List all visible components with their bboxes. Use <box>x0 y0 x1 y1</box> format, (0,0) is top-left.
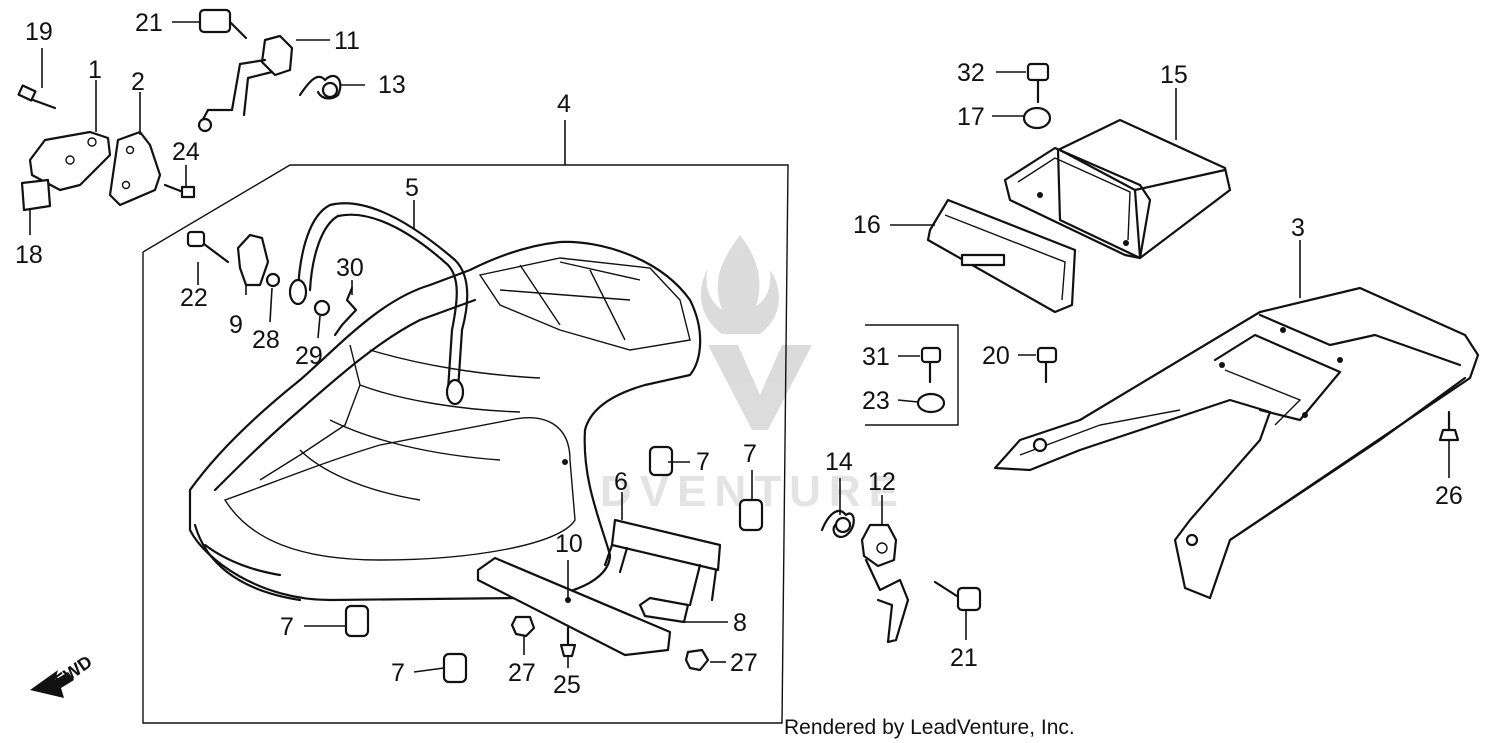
part-12-lever <box>860 523 910 644</box>
part-24-bolt <box>163 183 196 199</box>
part-6-bracket <box>603 518 722 607</box>
part-29-washer <box>313 299 331 317</box>
footer-credit: Rendered by LeadVenture, Inc. <box>784 716 1075 739</box>
callout-5: 5 <box>405 174 419 202</box>
callout-16: 16 <box>853 211 881 239</box>
part-27-nut-b <box>684 648 710 672</box>
callout-23: 23 <box>862 387 890 415</box>
callout-26: 26 <box>1435 482 1463 510</box>
callout-7d: 7 <box>391 659 405 687</box>
callout-labels: 1 2 3 4 5 6 7 7 7 7 8 9 10 11 12 13 14 1… <box>15 9 1463 699</box>
part-14-spring <box>820 509 855 538</box>
part-11-lock-bracket <box>197 34 294 133</box>
callout-13: 13 <box>378 71 406 99</box>
part-16-cover <box>926 198 1077 314</box>
callout-27b: 27 <box>730 649 758 677</box>
callout-14: 14 <box>825 448 853 476</box>
part-27-nut-a <box>510 615 536 638</box>
part-7-cushion-b <box>738 498 764 532</box>
seat <box>188 240 702 602</box>
callout-4: 4 <box>557 90 571 118</box>
callout-21a: 21 <box>135 9 163 37</box>
callout-11: 11 <box>334 27 360 55</box>
callout-21b: 21 <box>950 644 978 672</box>
part-31-bolt <box>920 346 942 384</box>
callout-9: 9 <box>229 311 243 339</box>
callout-6: 6 <box>614 468 628 496</box>
callout-2: 2 <box>131 68 145 96</box>
seat-assembly-box <box>142 120 789 724</box>
part-17-grommet <box>1022 106 1052 130</box>
part-23-grommet <box>916 392 946 414</box>
callout-28: 28 <box>252 326 280 354</box>
part-21-bolt-bottom <box>933 580 982 612</box>
part-31-23-box <box>865 324 959 426</box>
part-13-spring <box>298 74 342 100</box>
callout-20: 20 <box>982 342 1010 370</box>
fwd-arrow-icon: FWD <box>30 651 96 698</box>
part-20-bolt <box>1036 346 1058 384</box>
callout-7c: 7 <box>280 613 294 641</box>
callout-22: 22 <box>180 284 208 312</box>
callout-10: 10 <box>555 530 583 558</box>
part-7-cushion-d <box>442 652 468 684</box>
callout-24: 24 <box>172 138 200 166</box>
callout-32: 32 <box>957 59 985 87</box>
part-7-cushion-a <box>648 445 674 477</box>
leader-lines <box>29 21 1450 673</box>
part-2-plate <box>108 130 162 207</box>
callout-31: 31 <box>862 343 890 371</box>
part-15-cowl-box <box>1003 118 1232 260</box>
part-18-pad <box>20 178 52 212</box>
part-21-bolt-top <box>198 8 248 40</box>
callout-29: 29 <box>295 342 323 370</box>
leadventure-logo-watermark <box>700 235 812 430</box>
part-19-bolt <box>17 84 57 110</box>
part-32-bolt <box>1026 62 1050 104</box>
part-26-bolt <box>1438 410 1460 442</box>
part-22-bolt <box>186 230 230 264</box>
part-28-washer <box>265 272 281 288</box>
part-8-block <box>638 596 690 624</box>
callout-19: 19 <box>25 18 53 46</box>
callout-17: 17 <box>957 103 985 131</box>
callout-1: 1 <box>88 56 102 84</box>
part-9-latch <box>236 233 270 287</box>
callout-12: 12 <box>868 468 896 496</box>
part-30-clip <box>333 286 358 337</box>
fwd-label: FWD <box>51 651 96 691</box>
callout-30: 30 <box>336 254 364 282</box>
callout-18: 18 <box>15 241 43 269</box>
callout-3: 3 <box>1291 214 1305 242</box>
callout-7b: 7 <box>743 440 757 468</box>
callout-8: 8 <box>733 609 747 637</box>
grab-strap <box>288 202 469 406</box>
part-10-bar <box>476 556 672 657</box>
part-7-cushion-c <box>344 604 370 638</box>
callout-25: 25 <box>553 671 581 699</box>
callout-27a: 27 <box>508 659 536 687</box>
callout-7a: 7 <box>696 448 710 476</box>
part-3-rear-cowl <box>993 286 1480 600</box>
part-25-screw <box>559 626 577 658</box>
callout-15: 15 <box>1160 61 1188 89</box>
